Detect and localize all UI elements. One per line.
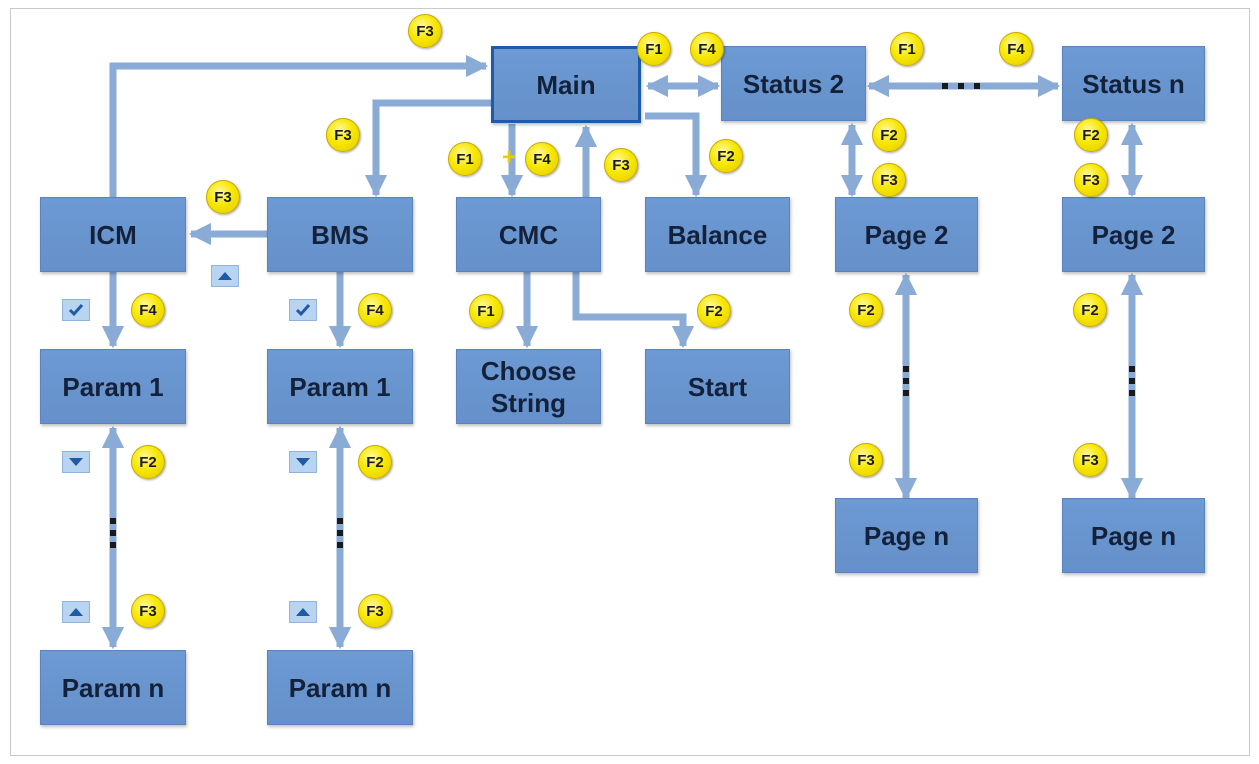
key-f3-param-bms: F3 [358,594,392,628]
node-param-n-bms-label: Param n [288,672,392,703]
key-f3-status2-page2: F3 [872,163,906,197]
node-status-n[interactable]: Status n [1062,46,1205,121]
node-param-n-icm-label: Param n [61,672,165,703]
node-status-n-label: Status n [1082,68,1185,99]
node-choose-string-label: Choose String [480,355,577,418]
key-f2-page-right: F2 [1073,293,1107,327]
node-status-2[interactable]: Status 2 [721,46,866,121]
key-f3-main-bms: F3 [326,118,360,152]
key-f2-cmc-start: F2 [697,294,731,328]
key-f3-cmc-main: F3 [604,148,638,182]
node-param-1-icm-label: Param 1 [62,371,164,402]
arrow-cmc-to-start [572,272,695,349]
node-cmc-label: CMC [498,219,559,250]
key-f2-param-bms: F2 [358,445,392,479]
key-f1-cmc-choose: F1 [469,294,503,328]
key-f2-param-icm: F2 [131,445,165,479]
ellipsis-status [942,83,990,89]
key-f3-bms-icm: F3 [206,180,240,214]
arrow-main-to-balance [645,112,708,198]
key-f3-icm-main: F3 [408,14,442,48]
key-f2-status2-page2: F2 [872,118,906,152]
node-start-label: Start [687,371,748,402]
node-page-n-right-label: Page n [1090,520,1177,551]
node-page-n-right[interactable]: Page n [1062,498,1205,573]
key-f2-main-balance: F2 [709,139,743,173]
triangle-down-icon [289,451,317,473]
check-icon [62,299,90,321]
node-start[interactable]: Start [645,349,790,424]
node-param-1-bms-label: Param 1 [289,371,391,402]
key-f3-page-left: F3 [849,443,883,477]
node-balance[interactable]: Balance [645,197,790,272]
ellipsis-page-left [903,366,909,402]
node-icm[interactable]: ICM [40,197,186,272]
diagram-frame [10,8,1250,756]
plus-symbol: + [502,144,517,171]
node-param-1-icm[interactable]: Param 1 [40,349,186,424]
key-f1-main-status: F1 [637,32,671,66]
node-param-n-icm[interactable]: Param n [40,650,186,725]
node-status-2-label: Status 2 [742,68,845,99]
key-f4-main-status: F4 [690,32,724,66]
arrow-icm-to-main [109,54,489,198]
triangle-up-icon [289,601,317,623]
node-bms[interactable]: BMS [267,197,413,272]
node-main[interactable]: Main [491,46,641,123]
node-page-2-left-label: Page 2 [864,219,949,250]
node-icm-label: ICM [89,219,137,250]
node-page-n-left[interactable]: Page n [835,498,978,573]
key-f3-statusn-page2: F3 [1074,163,1108,197]
ellipsis-param-bms [337,518,343,554]
ellipsis-param-icm [110,518,116,554]
key-f2-statusn-page2: F2 [1074,118,1108,152]
triangle-up-icon [211,265,239,287]
key-f4-status-status: F4 [999,32,1033,66]
key-f4-icm-param: F4 [131,293,165,327]
key-f2-page-left: F2 [849,293,883,327]
node-bms-label: BMS [311,219,369,250]
key-f1-main-cmc: F1 [448,142,482,176]
check-icon [289,299,317,321]
node-param-1-bms[interactable]: Param 1 [267,349,413,424]
node-cmc[interactable]: CMC [456,197,601,272]
key-f4-main-cmc: F4 [525,142,559,176]
key-f3-page-right: F3 [1073,443,1107,477]
node-page-2-left[interactable]: Page 2 [835,197,978,272]
node-param-n-bms[interactable]: Param n [267,650,413,725]
key-f4-bms-param: F4 [358,293,392,327]
node-page-n-left-label: Page n [863,520,950,551]
triangle-up-icon [62,601,90,623]
key-f1-status-status: F1 [890,32,924,66]
ellipsis-page-right [1129,366,1135,402]
node-main-label: Main [536,69,596,100]
key-f3-param-icm: F3 [131,594,165,628]
node-balance-label: Balance [667,219,768,250]
node-page-2-right-label: Page 2 [1091,219,1176,250]
node-choose-string[interactable]: Choose String [456,349,601,424]
arrow-main-to-bms [364,99,492,198]
node-page-2-right[interactable]: Page 2 [1062,197,1205,272]
triangle-down-icon [62,451,90,473]
